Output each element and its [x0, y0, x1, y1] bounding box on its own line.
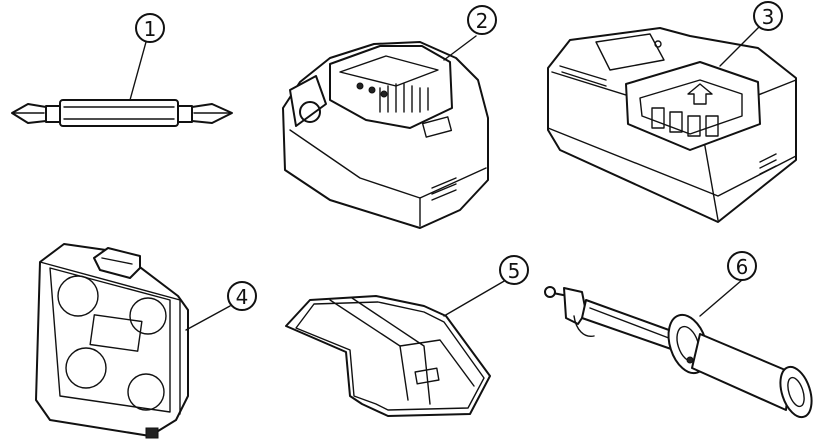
callout-4-label: 4	[236, 285, 249, 309]
item-1-driver-bit	[11, 41, 233, 127]
callout-1-label: 1	[144, 17, 157, 41]
charger-top-vent	[559, 65, 607, 87]
charger-side-vent	[759, 153, 777, 175]
battery-vent	[431, 177, 457, 201]
callout-6-label: 6	[736, 255, 749, 279]
item-2-battery	[282, 35, 489, 229]
callout-6: 6	[727, 251, 757, 281]
callout-5-label: 5	[508, 259, 521, 283]
callout-5: 5	[499, 255, 529, 285]
item-4-carrying-case	[35, 243, 231, 439]
item-6-side-handle	[544, 279, 813, 419]
callout-1: 1	[135, 13, 165, 43]
callout-2: 2	[467, 5, 497, 35]
callout-3-label: 3	[762, 5, 775, 29]
charger-battery-slot	[625, 61, 761, 151]
callout-2-label: 2	[476, 9, 489, 33]
battery-terminal-grille	[379, 83, 429, 113]
item-3-charger	[547, 25, 797, 223]
callout-3: 3	[753, 1, 783, 31]
item-5-case-insert	[285, 279, 507, 417]
callout-4: 4	[227, 281, 257, 311]
